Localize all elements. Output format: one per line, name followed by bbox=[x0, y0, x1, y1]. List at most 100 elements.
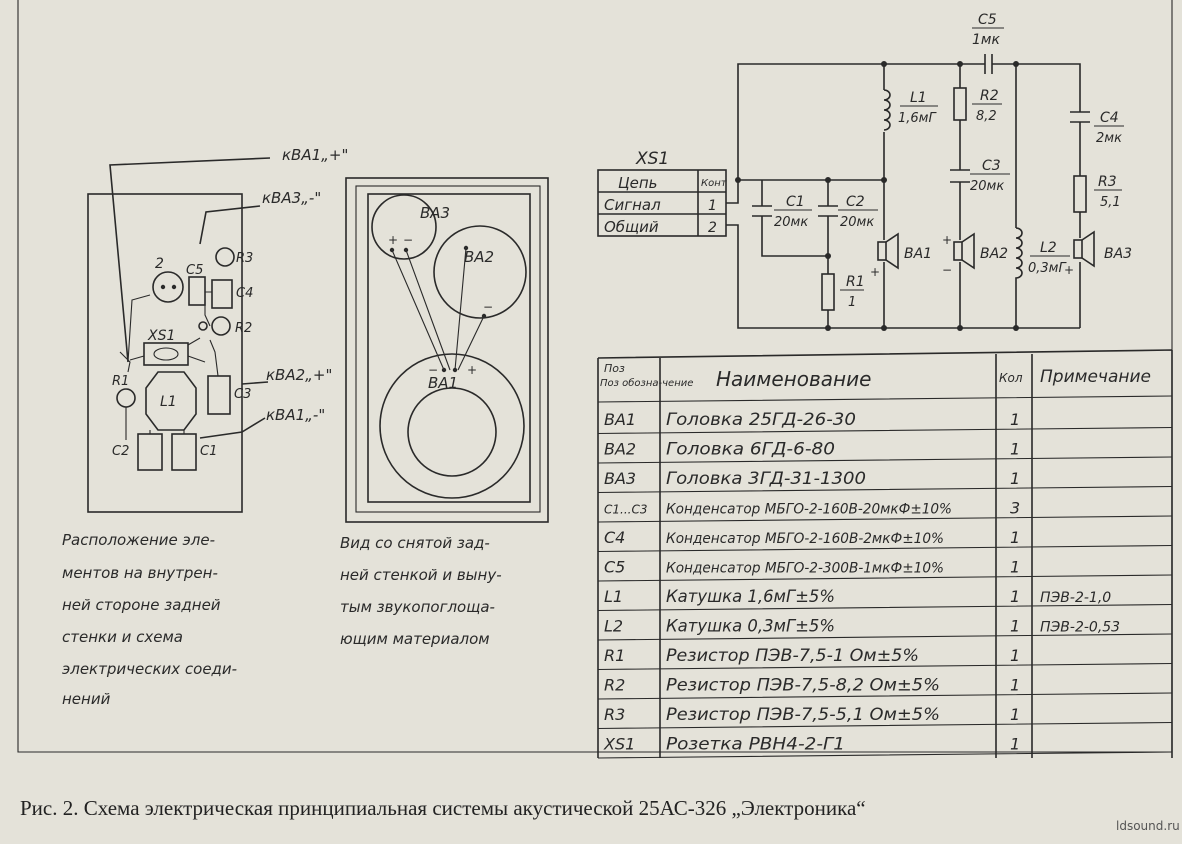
header-note: Примечание bbox=[1040, 367, 1151, 387]
table-row-6-pos: С5 bbox=[604, 558, 625, 577]
ba1-plus-mark: + bbox=[467, 363, 477, 377]
label-c5: С5 bbox=[186, 263, 203, 278]
layout-caption-line-2: ментов на внутрен- bbox=[62, 564, 218, 582]
table-row-7-qty: 1 bbox=[1010, 587, 1020, 606]
label-l1-layout: L1 bbox=[160, 394, 177, 410]
inductor-l2 bbox=[1015, 227, 1023, 282]
terminal-2 bbox=[152, 271, 184, 303]
table-row-4-name: Конденсатор МБГО-2-160В-20мкФ±10% bbox=[666, 502, 952, 518]
table-row-2-pos: ВА2 bbox=[604, 440, 636, 459]
part-r3 bbox=[215, 247, 235, 267]
schematic-panel: XS1 Цепь Конт Сигнал 1 Общий 2 bbox=[597, 12, 1132, 331]
xs1-header-contact: Конт bbox=[701, 178, 728, 189]
table-row-12-pos: XS1 bbox=[603, 735, 635, 754]
parts-table-rows bbox=[597, 395, 1173, 759]
layout-caption-line-6: нений bbox=[62, 690, 111, 708]
label-c5: С5 bbox=[978, 12, 997, 28]
part-c5 bbox=[188, 276, 206, 306]
cabinet-outer bbox=[345, 177, 549, 523]
front-caption-line-2: ней стенкой и выну- bbox=[340, 566, 502, 584]
table-row-9-pos: R1 bbox=[604, 646, 625, 665]
resistor-r2 bbox=[953, 87, 967, 121]
capacitor-c1 bbox=[752, 205, 772, 217]
speaker-ba2 bbox=[433, 225, 527, 319]
layout-panel: кВА1„+" кВА3„-" кВА2„+" кВА1„-" 2 С5 R3 … bbox=[62, 146, 348, 708]
front-caption: Вид со снятой зад- ней стенкой и выну- т… bbox=[340, 534, 502, 648]
layout-caption-line-1: Расположение эле- bbox=[62, 531, 215, 549]
lead-ba3-minus bbox=[199, 205, 261, 245]
part-c3 bbox=[207, 375, 231, 415]
table-row-7-name: Катушка 1,6мГ±5% bbox=[666, 587, 835, 607]
label-ba1-front: ВА1 bbox=[428, 374, 458, 392]
front-caption-line-3: тым звукопоглоща- bbox=[340, 598, 495, 616]
value-l1: 1,6мГ bbox=[898, 111, 937, 126]
label-ba2: ВА2 bbox=[980, 246, 1008, 262]
table-row-3-qty: 1 bbox=[1010, 469, 1020, 488]
label-r3: R3 bbox=[1098, 174, 1117, 190]
table-row-8-name: Катушка 0,3мГ±5% bbox=[666, 617, 835, 637]
table-row-11-name: Резистор ПЭВ-7,5-5,1 Ом±5% bbox=[666, 705, 940, 725]
table-row-6-qty: 1 bbox=[1010, 558, 1020, 577]
value-c4: 2мк bbox=[1096, 131, 1122, 146]
part-c4 bbox=[211, 279, 233, 309]
wire-common-bus bbox=[726, 224, 1080, 329]
parts-table: Поз Поз обозна-чение Наименование Кол Пр… bbox=[597, 349, 1173, 759]
wire-c1c2-bottom bbox=[761, 236, 829, 274]
resistor-r1 bbox=[821, 273, 835, 311]
table-row-1-qty: 1 bbox=[1010, 410, 1020, 429]
label-c2-layout: С2 bbox=[112, 444, 129, 459]
table-row-8-qty: 1 bbox=[1010, 617, 1020, 636]
speaker-ba1 bbox=[379, 353, 525, 499]
xs1-row-1-contact: 1 bbox=[708, 198, 717, 214]
label-lead-ba1-plus: кВА1„+" bbox=[282, 146, 348, 164]
table-row-1-name: Головка 25ГД-26-30 bbox=[666, 410, 856, 430]
table-row-2-qty: 1 bbox=[1010, 440, 1020, 459]
value-c2: 20мк bbox=[840, 215, 874, 230]
xs1-row-2-contact: 2 bbox=[708, 220, 717, 236]
label-r1-layout: R1 bbox=[112, 374, 129, 389]
label-lead-ba3-minus: кВА3„-" bbox=[262, 189, 321, 207]
layout-caption-line-4: стенки и схема bbox=[62, 628, 183, 646]
table-row-10-name: Резистор ПЭВ-7,5-8,2 Ом±5% bbox=[666, 676, 940, 696]
label-c1: С1 bbox=[786, 194, 805, 210]
table-row-11-pos: R3 bbox=[604, 705, 625, 724]
lead-ba1-minus bbox=[199, 417, 266, 439]
inductor-l1 bbox=[883, 89, 891, 131]
label-r2: R2 bbox=[235, 321, 252, 336]
capacitor-c2 bbox=[818, 205, 838, 217]
label-xs1-layout: XS1 bbox=[147, 328, 175, 344]
front-view-wires bbox=[391, 247, 485, 371]
label-l1: L1 bbox=[910, 90, 927, 106]
label-c3: С3 bbox=[982, 158, 1001, 174]
table-row-9-name: Резистор ПЭВ-7,5-1 Ом±5% bbox=[666, 646, 919, 666]
ba1-minus-mark: − bbox=[428, 363, 438, 377]
header-name: Наименование bbox=[716, 367, 871, 391]
table-row-5-name: Конденсатор МБГО-2-160В-2мкФ±10% bbox=[666, 531, 944, 547]
value-r1: 1 bbox=[848, 295, 856, 310]
table-row-10-qty: 1 bbox=[1010, 676, 1020, 695]
table-row-8-note: ПЭВ-2-0,53 bbox=[1040, 620, 1120, 636]
watermark: ldsound.ru bbox=[1116, 819, 1180, 833]
ba2-minus-mark: − bbox=[483, 300, 493, 314]
table-row-3-name: Головка 3ГД-31-1300 bbox=[666, 469, 866, 489]
speaker-symbol-ba2 bbox=[953, 232, 975, 270]
label-c4: С4 bbox=[1100, 110, 1119, 126]
label-c3-layout: С3 bbox=[234, 387, 251, 402]
ba3-plus-sch: + bbox=[1064, 263, 1074, 277]
table-row-3-pos: ВА3 bbox=[604, 469, 636, 488]
wire-c1c2-vertical bbox=[761, 180, 829, 256]
table-row-8-pos: L2 bbox=[604, 617, 623, 636]
front-caption-line-1: Вид со снятой зад- bbox=[340, 534, 490, 552]
ba3-plus-mark: + bbox=[388, 233, 398, 247]
table-row-2-name: Головка 6ГД-6-80 bbox=[666, 440, 835, 460]
table-row-9-qty: 1 bbox=[1010, 646, 1020, 665]
value-c5: 1мк bbox=[972, 32, 1000, 48]
table-row-1-pos: ВА1 bbox=[604, 410, 636, 429]
label-terminal-2: 2 bbox=[155, 256, 164, 272]
part-r2 bbox=[211, 316, 231, 336]
value-r2: 8,2 bbox=[976, 109, 997, 124]
table-row-6-name: Конденсатор МБГО-2-300В-1мкФ±10% bbox=[666, 561, 944, 577]
